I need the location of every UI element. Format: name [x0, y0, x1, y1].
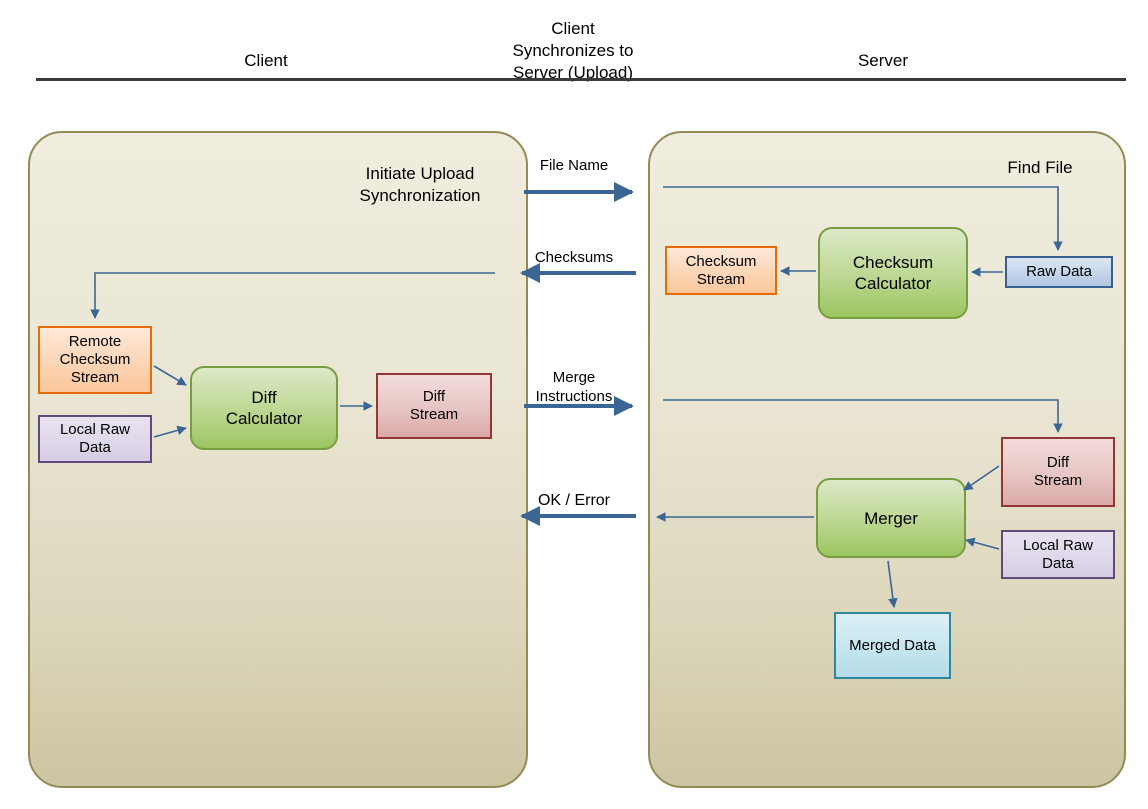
header-center-line3: Server (Upload)	[513, 63, 633, 82]
channel-label-ok-error: OK / Error	[537, 492, 610, 509]
server-local-raw-data-line1: Local Raw	[1022, 536, 1094, 554]
server-diff-stream-line2: Stream	[1033, 472, 1083, 489]
merged-data-label: Merged Data	[849, 636, 936, 654]
diff-calculator-line2: Calculator	[225, 409, 303, 428]
node-server-local-raw-data[interactable]: Local Raw Data	[1001, 530, 1115, 579]
server-diff-stream-line1: Diff	[1046, 454, 1070, 471]
server-local-raw-data-line2: Data	[1042, 554, 1074, 572]
checksum-stream-line1: Checksum	[685, 252, 757, 270]
channel-label-file-name: File Name	[539, 157, 609, 174]
client-panel-title-line2: Synchronization	[359, 186, 481, 205]
checksum-stream-line2: Stream	[696, 270, 746, 288]
checksum-calculator-line1: Checksum	[852, 253, 934, 272]
client-local-raw-data-line2: Data	[79, 439, 111, 456]
node-remote-checksum-stream[interactable]: Remote Checksum Stream	[38, 326, 152, 394]
header-rule-right	[640, 78, 1126, 81]
merger-label: Merger	[864, 508, 918, 528]
node-merger[interactable]: Merger	[816, 478, 966, 558]
header-rule-left	[36, 78, 708, 81]
client-panel-title: Initiate Upload Synchronization	[330, 163, 510, 207]
node-client-local-raw-data[interactable]: Local Raw Data	[38, 415, 152, 463]
node-server-diff-stream[interactable]: Diff Stream	[1001, 437, 1115, 507]
diff-calculator-line1: Diff	[251, 388, 277, 407]
client-local-raw-data-line1: Local Raw	[59, 421, 131, 438]
client-panel-title-line1: Initiate Upload	[365, 164, 475, 183]
node-diff-calculator[interactable]: Diff Calculator	[190, 366, 338, 450]
remote-checksum-stream-line3: Stream	[70, 369, 120, 386]
node-client-diff-stream[interactable]: Diff Stream	[376, 373, 492, 439]
header-center-line2: Synchronizes to	[512, 41, 634, 60]
merge-instructions-line1: Merge	[552, 369, 596, 386]
remote-checksum-stream-line1: Remote	[68, 333, 122, 350]
node-merged-data[interactable]: Merged Data	[834, 612, 951, 679]
header-center-title: Client Synchronizes to Server (Upload)	[492, 18, 654, 84]
merge-instructions-line2: Instructions	[535, 388, 613, 405]
server-panel-title: Find File	[1007, 158, 1073, 177]
checksum-calculator-line2: Calculator	[854, 274, 932, 293]
client-diff-stream-line1: Diff	[422, 388, 446, 405]
client-diff-stream-line2: Stream	[409, 406, 459, 423]
raw-data-label: Raw Data	[1026, 263, 1092, 280]
channel-label-checksums: Checksums	[534, 249, 614, 266]
node-checksum-stream[interactable]: Checksum Stream	[665, 246, 777, 295]
header-client-label: Client	[244, 51, 288, 70]
remote-checksum-stream-line2: Checksum	[59, 351, 131, 368]
node-checksum-calculator[interactable]: Checksum Calculator	[818, 227, 968, 319]
node-raw-data[interactable]: Raw Data	[1005, 256, 1113, 288]
header-server-label: Server	[857, 51, 909, 70]
header-center-line1: Client	[551, 19, 595, 38]
channel-label-merge-instructions: Merge Instructions	[498, 368, 650, 406]
